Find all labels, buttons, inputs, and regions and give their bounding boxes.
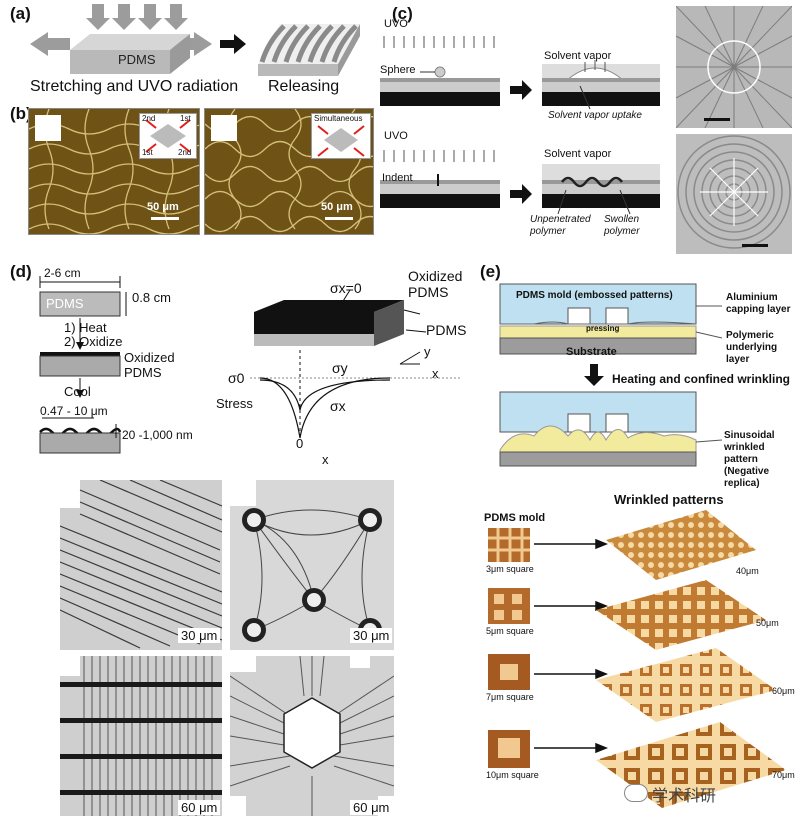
panel-e-substrate: Substrate [566, 346, 617, 358]
panel-d-sigma-x: σx [330, 398, 346, 414]
panel-d-axis-y: y [424, 344, 431, 359]
mold-thumb-7um [488, 654, 530, 690]
panel-d-micrograph-tr [230, 480, 394, 650]
panel-d-oxidized-pdms: Oxidized PDMS [124, 350, 175, 380]
panel-d-label: (d) [10, 262, 32, 281]
panel-c-indent: Indent [382, 172, 413, 184]
panel-a-step2: Releasing [268, 78, 340, 95]
panel-c-unpenetrated: Unpenetrated polymer [530, 214, 591, 237]
period-label-2: 50μm [756, 618, 779, 628]
panel-d-cool: Cool [64, 384, 91, 399]
panel-d-pdms: PDMS [46, 296, 84, 311]
panel-c-sphere: Sphere [380, 64, 416, 76]
panel-d-stress-diagram [250, 289, 460, 440]
panel-d-process-diagram [39, 276, 127, 454]
stretch-inset-simultaneous: Simultaneous [311, 113, 371, 159]
mold-thumb-10um [488, 730, 530, 768]
panel-e-mold-title: PDMS mold [484, 512, 546, 524]
panel-d-micrograph-bl [60, 656, 222, 816]
panel-b-micrograph-1: 2nd 1st 1st 2nd 50 μm [28, 108, 200, 235]
panel-d-width: 2-6 cm [44, 266, 81, 280]
mold-thumb-3um [488, 528, 530, 562]
panel-d-scale-br: 60 μm [350, 800, 393, 815]
panel-e-step: Heating and confined wrinkling [612, 372, 791, 386]
panel-a-diagram [30, 4, 360, 76]
mold-label-1: 3μm square [486, 564, 534, 574]
panel-d-oxidize: 2) Oxidize [64, 334, 123, 349]
panel-d-scale-bl: 60 μm [178, 800, 221, 815]
mold-label-4: 10μm square [486, 770, 539, 780]
panel-e-sinusoidal: Sinusoidal wrinkled pattern (Negative re… [724, 430, 775, 489]
panel-c-label: (c) [392, 4, 413, 23]
panel-d-sigma-x0: σx=0 [330, 280, 362, 296]
panel-e-pressing: pressing [586, 324, 620, 333]
panel-d-x: x [322, 452, 329, 467]
stretch-inset-sequential: 2nd 1st 1st 2nd [139, 113, 197, 159]
afm-wrinkled-patterns [596, 510, 786, 808]
panel-a-pdms-label: PDMS [118, 52, 156, 67]
panel-d-stress: Stress [216, 396, 253, 411]
panel-d-thickness: 0.8 cm [132, 290, 172, 305]
panel-c-micrograph-concentric [676, 134, 792, 254]
panel-c-solvent-2: Solvent vapor [544, 148, 612, 160]
panel-c-swollen: Swollen polymer [604, 214, 640, 237]
panel-b-scale-1: 50 μm [147, 201, 179, 213]
panel-d-sigma-y: σy [332, 360, 348, 376]
period-label-1: 40μm [736, 566, 759, 576]
panel-e-wrinkled-title: Wrinkled patterns [614, 492, 724, 507]
panel-c-uvo-2: UVO [384, 130, 408, 142]
panel-c-solvent-1: Solvent vapor [544, 50, 612, 62]
watermark: 学术科研 [652, 788, 717, 805]
period-label-4: 70μm [772, 770, 795, 780]
panel-a-label: (a) [10, 4, 31, 23]
panel-c-uvo-1: UVO [384, 18, 408, 30]
panel-b-label: (b) [10, 104, 32, 123]
panel-e-aluminium: Aluminium capping layer [726, 292, 791, 315]
period-label-3: 60μm [772, 686, 795, 696]
panel-c-diagram [380, 36, 660, 215]
panel-d-oxidized-pdms-2: Oxidized PDMS [408, 268, 463, 300]
panel-c-micrograph-radial [676, 6, 792, 128]
panel-d-zero: 0 [296, 436, 304, 451]
panel-d-axis-x: x [432, 366, 439, 381]
mold-label-3: 7μm square [486, 692, 534, 702]
panel-e-mold: PDMS mold (embossed patterns) [516, 290, 673, 301]
panel-d-micrograph-tl [60, 480, 222, 650]
panel-d-pdms-2: PDMS [426, 322, 467, 338]
panel-e-label: (e) [480, 262, 501, 281]
panel-d-sigma0: σ0 [228, 370, 245, 386]
panel-d-wavelength: 0.47 - 10 μm [40, 404, 108, 418]
panel-d-scale-tr: 30 μm [350, 628, 393, 643]
panel-e-process-diagram [499, 283, 723, 467]
panel-d-amplitude: 20 -1,000 nm [122, 428, 193, 442]
panel-b-scale-2: 50 μm [321, 201, 353, 213]
panel-d-scale-tl: 30 μm [178, 628, 221, 643]
panel-a-step1: Stretching and UVO radiation [30, 78, 239, 95]
panel-e-underlying: Polymeric underlying layer [726, 330, 778, 365]
panel-c-uptake: Solvent vapor uptake [548, 110, 642, 121]
mold-label-2: 5μm square [486, 626, 534, 636]
panel-d-micrograph-br [230, 656, 394, 816]
mold-to-pattern-arrows [534, 538, 609, 754]
mold-thumb-5um [488, 588, 530, 624]
panel-d-heat: 1) Heat [64, 320, 107, 335]
panel-b-micrograph-2: Simultaneous 50 μm [204, 108, 374, 235]
wechat-icon [624, 784, 648, 802]
